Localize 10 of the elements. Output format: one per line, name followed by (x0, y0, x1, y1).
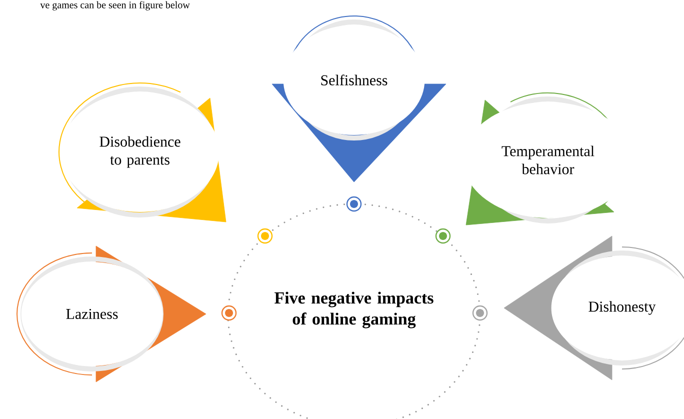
node-label: Temperamental behavior (502, 146, 594, 174)
circle-node: Disobedience to parents (58, 82, 226, 222)
circle-node: Dishonesty (504, 236, 684, 380)
node-label: Selfishness (321, 74, 388, 86)
circle-node: Selfishness (272, 16, 446, 182)
center-title: Five negative impacts of online gaming (274, 292, 434, 328)
node-label: Disobedience to parents (100, 136, 180, 168)
circle-node: Temperamental behavior (463, 92, 633, 226)
circle-node: Laziness (16, 246, 206, 382)
caption-text: ve games can be seen in figure below (40, 1, 190, 10)
